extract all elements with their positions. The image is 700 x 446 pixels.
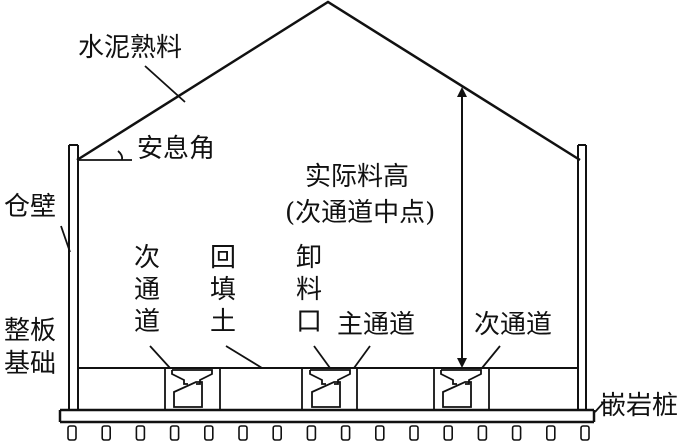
leader-silo-wall bbox=[60, 225, 71, 253]
left-silo-wall bbox=[68, 144, 79, 410]
label-discharge-port: 卸料口 bbox=[295, 243, 322, 337]
label-repose-angle: 安息角 bbox=[137, 134, 216, 164]
rock-socketed-piles bbox=[67, 425, 590, 441]
pile bbox=[374, 425, 385, 441]
label-actual-height-line2: (次通道中点) bbox=[285, 198, 436, 228]
label-secondary-channel-right: 次通道 bbox=[474, 310, 553, 340]
right-silo-wall bbox=[577, 144, 587, 410]
repose-angle-marker bbox=[78, 150, 132, 161]
channel-layer bbox=[78, 367, 578, 410]
pile bbox=[409, 425, 419, 441]
pile bbox=[306, 425, 317, 441]
leader-discharge-port bbox=[313, 345, 331, 369]
discharge-hopper bbox=[309, 369, 351, 408]
pile bbox=[135, 425, 146, 441]
clinker-pile-surface bbox=[76, 0, 581, 162]
label-raft-line2: 基础 bbox=[4, 349, 57, 379]
discharge-hopper bbox=[171, 369, 213, 408]
label-backfill-soil: 回填土 bbox=[209, 243, 236, 337]
leader-cement-clinker bbox=[144, 65, 186, 103]
pile bbox=[443, 425, 454, 441]
leader-backfill-soil bbox=[225, 345, 263, 369]
label-secondary-channel-left: 次通道 bbox=[133, 243, 160, 337]
label-raft-line1: 整板 bbox=[4, 316, 57, 346]
leader-main-channel bbox=[353, 345, 371, 369]
pile bbox=[238, 425, 248, 441]
pile bbox=[477, 425, 488, 441]
label-silo-wall: 仓壁 bbox=[4, 192, 57, 222]
pile bbox=[580, 425, 590, 441]
pile bbox=[67, 425, 77, 441]
label-cement-clinker: 水泥熟料 bbox=[78, 33, 183, 63]
discharge-hopper bbox=[440, 369, 482, 408]
leader-rock-socketed-pile bbox=[594, 401, 605, 413]
leader-secondary-channel-right bbox=[481, 345, 501, 369]
pile bbox=[204, 425, 214, 441]
pile bbox=[545, 425, 556, 441]
leader-lines bbox=[60, 65, 605, 413]
pile bbox=[272, 425, 283, 441]
pile bbox=[169, 425, 180, 441]
discharge-hoppers bbox=[171, 369, 482, 408]
pile bbox=[511, 425, 522, 441]
label-actual-height-line1: 实际料高 bbox=[305, 162, 410, 192]
raft-foundation bbox=[58, 408, 596, 424]
label-rock-socketed-pile: 嵌岩桩 bbox=[600, 391, 679, 421]
leader-secondary-channel-left bbox=[149, 345, 171, 369]
pile bbox=[340, 425, 351, 441]
pile bbox=[101, 425, 111, 441]
label-main-channel: 主通道 bbox=[337, 310, 416, 340]
